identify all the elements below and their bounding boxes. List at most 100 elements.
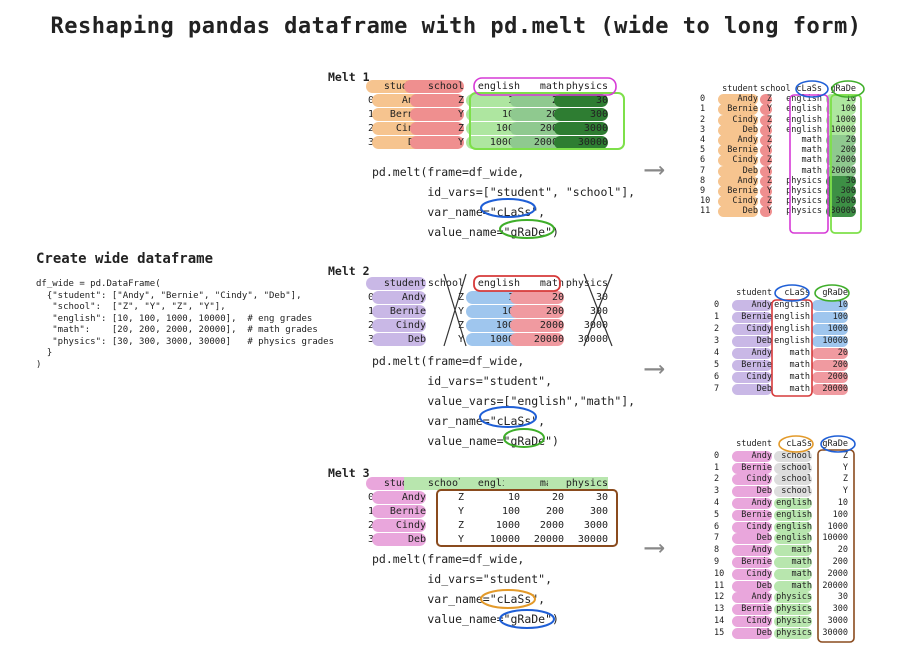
table-cell: Y	[410, 136, 464, 149]
table-cell: 2000	[826, 155, 856, 167]
code-line: id_vars=["student", "school"],	[372, 185, 636, 199]
table-cell: Andy	[372, 491, 426, 504]
table-cell: physics	[786, 196, 822, 207]
table-cell: physics	[774, 604, 812, 616]
table-cell: 3000	[583, 520, 608, 531]
table-cell: 0	[700, 94, 706, 105]
table-cell: 6	[700, 155, 706, 166]
table-cell: Deb	[732, 336, 772, 347]
code-line: value_name="gRaDe")	[372, 434, 559, 448]
table-cell: 300	[554, 108, 608, 121]
wide-dataframe-heading: Create wide dataframe	[36, 251, 214, 267]
table-cell: Deb	[732, 384, 772, 395]
table-cell: 30	[595, 492, 608, 503]
table-cell: 30000	[577, 334, 608, 345]
table-cell: 5	[714, 509, 720, 520]
table-cell: 3000	[827, 616, 848, 626]
table-cell: 20	[837, 545, 848, 556]
melt1-grade-column-box	[830, 94, 862, 234]
column-header: student	[736, 439, 772, 449]
table-cell: Deb	[718, 206, 758, 218]
table-cell: math	[774, 545, 812, 557]
table-cell: Deb	[732, 486, 772, 498]
table-cell: 9	[700, 186, 706, 196]
table-cell: 200	[545, 506, 564, 517]
table-cell: english	[774, 498, 812, 509]
code-line: pd.melt(frame=df_wide,	[372, 165, 525, 179]
melt3-arrow-icon: ⟶	[646, 530, 663, 563]
table-cell: Y	[760, 104, 772, 116]
table-cell: 20000	[510, 333, 564, 346]
table-cell: Andy	[732, 498, 772, 509]
table-cell: 1	[368, 305, 378, 318]
table-cell: Z	[457, 492, 464, 503]
code-line: var_name="cLaSs",	[372, 205, 546, 219]
table-cell: Bernie	[718, 104, 758, 116]
column-header: school	[404, 80, 464, 93]
table-cell: 1000	[812, 324, 848, 335]
table-cell: physics	[786, 206, 822, 217]
table-cell: Deb	[732, 580, 772, 592]
table-cell: 30000	[826, 206, 856, 218]
table-cell: 20	[826, 135, 856, 146]
table-cell: Y	[842, 462, 848, 473]
column-header: student	[366, 277, 426, 290]
column-header: physics	[565, 81, 608, 92]
table-cell: physics	[774, 592, 812, 604]
column-header: english	[477, 81, 520, 92]
column-header: cLaSs	[786, 439, 812, 449]
table-cell: 2	[714, 474, 720, 485]
table-cell: 20	[510, 291, 564, 304]
table-cell: Bernie	[718, 186, 758, 197]
table-cell: Cindy	[732, 616, 772, 627]
table-cell: 10000	[812, 336, 848, 347]
table-cell: 20000	[822, 580, 848, 591]
table-cell: math	[801, 165, 822, 176]
code-line: "english": [10, 100, 1000, 10000], # eng…	[36, 313, 313, 324]
table-cell: 200	[510, 305, 564, 318]
table-cell: 300	[832, 604, 848, 615]
table-cell: 20000	[510, 136, 564, 149]
melt3-grade-header-circle	[820, 435, 856, 453]
table-cell: 1	[368, 108, 378, 121]
table-cell: Y	[760, 124, 772, 136]
melt2-grade-header-circle	[814, 284, 850, 302]
table-cell: 2	[368, 319, 378, 332]
column-header: student	[722, 84, 758, 94]
table-cell: 4	[714, 498, 720, 508]
table-cell: 6	[714, 521, 720, 532]
code-line: }	[36, 348, 53, 358]
table-cell: Deb	[372, 533, 426, 546]
table-cell: 0	[368, 94, 378, 107]
melt1-class-header-circle	[795, 80, 829, 98]
code-line: "math": [20, 200, 2000, 20000], # math g…	[36, 325, 318, 335]
table-cell: Y	[457, 534, 464, 545]
table-cell: school	[774, 474, 812, 486]
table-cell: 4	[714, 348, 720, 358]
table-row: 3DebY100002000030000	[368, 533, 628, 546]
table-cell: english	[786, 94, 822, 105]
table-cell: 2	[368, 519, 378, 532]
table-cell: english	[774, 509, 812, 521]
melt1-class-circle	[480, 198, 536, 218]
table-cell: 1	[700, 104, 706, 115]
table-cell: 100	[812, 312, 848, 323]
column-header: math	[539, 81, 564, 92]
table-cell: Andy	[718, 135, 758, 146]
table-cell: physics	[786, 175, 822, 186]
table-cell: Andy	[372, 291, 426, 304]
table-cell: Andy	[732, 545, 772, 557]
table-cell: 13	[714, 604, 725, 615]
table-cell: 0	[368, 291, 378, 304]
